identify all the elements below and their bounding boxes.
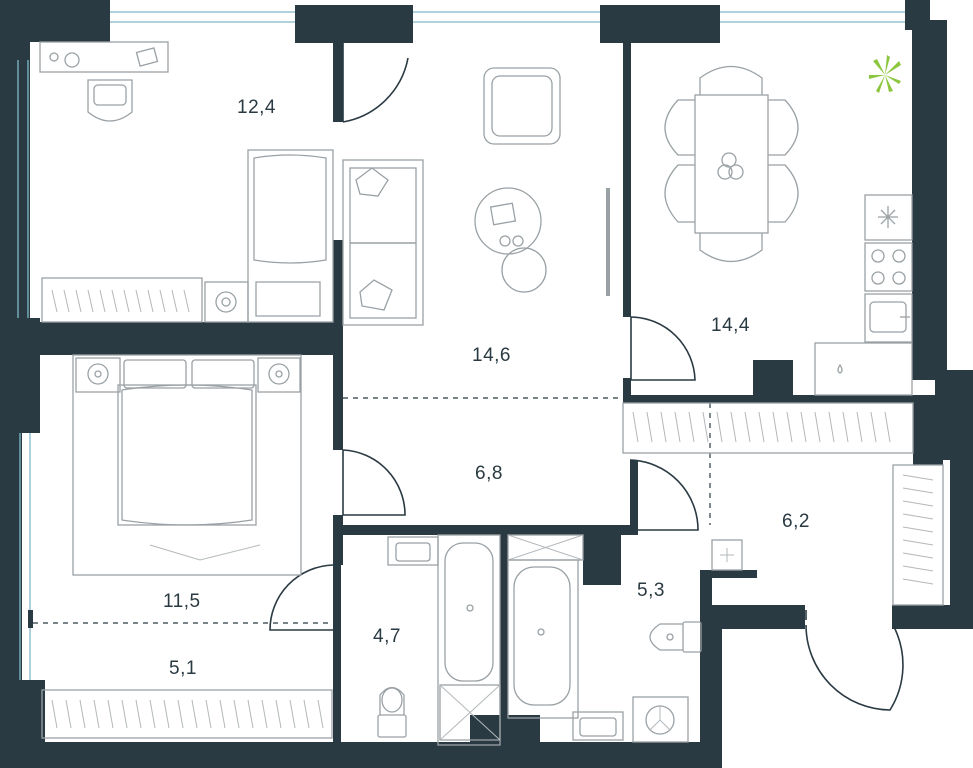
- interior-walls: [28, 42, 943, 742]
- desk-icon: [39, 41, 169, 122]
- wardrobe-icon: [41, 689, 333, 739]
- door-wc[interactable]: [629, 459, 699, 531]
- door-bedroom-master[interactable]: [342, 449, 406, 516]
- door-bedroom-small[interactable]: [342, 42, 409, 123]
- washing-machine-icon: [632, 696, 689, 743]
- doors: [269, 42, 904, 711]
- sofa-icon: [342, 159, 424, 326]
- door-kitchen[interactable]: [630, 316, 696, 381]
- room-area-living-room: 14,6: [472, 345, 511, 366]
- armchair-icon: [483, 67, 561, 145]
- room-area-bedroom-master: 11,5: [163, 591, 201, 612]
- coffee-table-icon: [474, 187, 547, 293]
- room-area-entrance: 6,2: [782, 511, 810, 532]
- toilet-icon: [649, 621, 702, 653]
- nightstand-icon: [75, 357, 301, 393]
- dining-table-icon: [694, 94, 769, 234]
- toilet-icon: [377, 686, 407, 738]
- room-area-hallway: 6,8: [475, 463, 503, 484]
- bed-icon: [247, 149, 334, 323]
- room-area-dressing: 5,1: [169, 658, 197, 679]
- door-bathroom[interactable]: [269, 564, 334, 631]
- stove-icon: [864, 194, 913, 292]
- bathtub-icon: [437, 534, 501, 746]
- door-entrance[interactable]: [805, 610, 904, 711]
- chair-icon: [664, 65, 799, 263]
- room-area-bedroom-small: 12,4: [237, 97, 276, 118]
- sink-icon: [864, 293, 913, 343]
- room-area-wc: 5,3: [637, 580, 665, 601]
- bathtub-icon: [507, 559, 579, 719]
- panel-icon: [711, 539, 743, 571]
- wardrobe-icon: [41, 277, 203, 323]
- sink-icon: [572, 711, 624, 741]
- double-bed-icon: [72, 354, 302, 576]
- windows: [17, 11, 905, 680]
- sink-icon: [387, 536, 439, 566]
- nightstand-icon: [204, 281, 249, 323]
- room-area-bathroom: 4,7: [373, 626, 401, 647]
- shower-icon: [507, 534, 584, 561]
- room-area-kitchen: 14,4: [711, 315, 750, 336]
- wardrobe-icon: [622, 402, 944, 606]
- plant-icon: [869, 55, 901, 93]
